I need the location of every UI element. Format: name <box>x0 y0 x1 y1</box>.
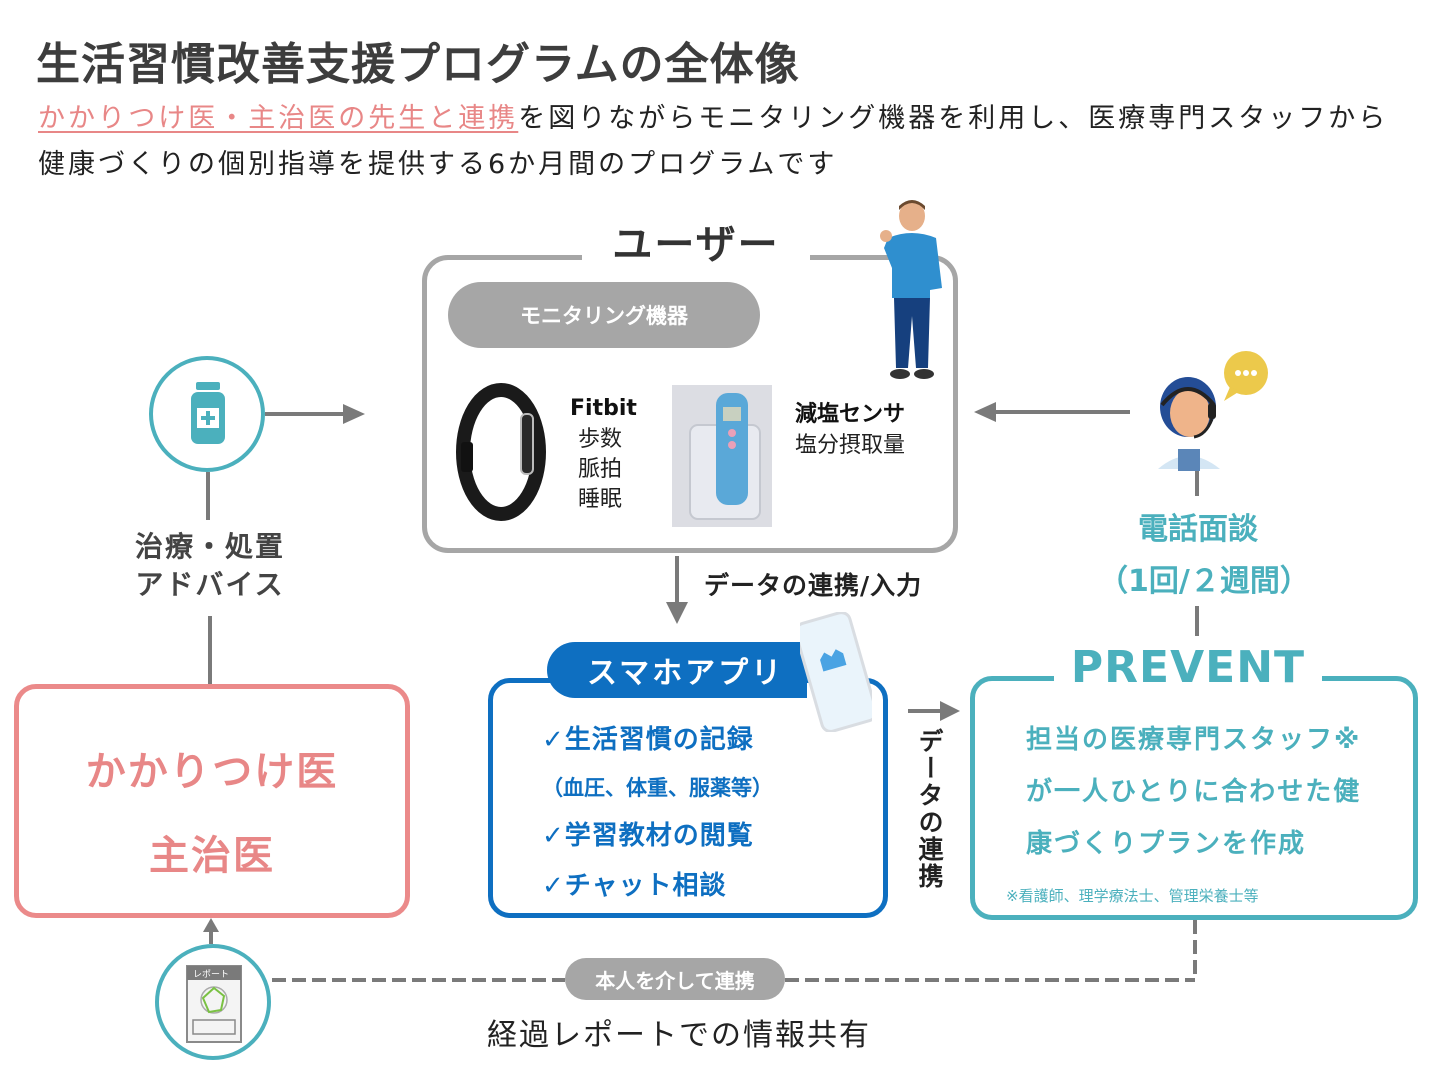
phone-interview-title: 電話面談 <box>1138 512 1258 547</box>
report-document-icon: レポート <box>186 965 242 1043</box>
treatment-advice-label: 治療・処置 アドバイス <box>120 528 300 604</box>
report-icon-label: レポート <box>193 969 229 980</box>
report-circle: レポート <box>155 944 271 1060</box>
fitbit-name: Fitbit <box>570 396 637 421</box>
app-feature-subitem: （血圧、体重、服薬等） <box>542 776 773 800</box>
connector-phone-to-prevent <box>1195 606 1199 636</box>
prevent-description-line: が一人ひとりに合わせた健 <box>1026 777 1362 807</box>
arrowhead-right-icon <box>940 701 960 721</box>
fitbit-metric: 脈拍 <box>578 457 623 482</box>
fitbit-metric: 睡眠 <box>578 487 623 512</box>
prevent-label: PREVENT <box>1054 642 1322 693</box>
prevent-staff-note: ※看護師、理学療法士、管理栄養士等 <box>1006 887 1259 905</box>
app-feature-item: ✓生活習慣の記録 <box>542 725 754 755</box>
fitbit-band-icon <box>456 383 546 521</box>
connector-app-to-prevent <box>908 709 942 713</box>
data-link-vertical-label: データの連携 <box>915 728 944 890</box>
attending-doctor-label: 主治医 <box>149 833 275 879</box>
salt-sensor-metric: 塩分摂取量 <box>795 433 906 458</box>
connector-staff-vertical <box>1195 470 1199 496</box>
intro-text: かかりつけ医・主治医の先生と連携を図りながらモニタリング機器を利用し、医療専門ス… <box>38 96 1418 188</box>
salt-sensor-name: 減塩センサ <box>795 402 906 427</box>
medicine-bottle-icon <box>191 382 225 444</box>
arrowhead-right-icon <box>343 404 365 424</box>
arrowhead-down-icon <box>666 602 688 624</box>
smartphone-icon <box>800 612 872 732</box>
prevent-description: 担当の医療専門スタッフ※ が一人ひとりに合わせた健 康づくりプランを作成 <box>1026 714 1396 870</box>
connector-med-vertical-bottom <box>208 616 212 686</box>
doctor-box: かかりつけ医 主治医 <box>14 684 410 918</box>
monitoring-devices-pill: モニタリング機器 <box>448 282 760 348</box>
page-title: 生活習慣改善支援プログラムの全体像 <box>36 39 800 90</box>
call-staff-icon <box>1158 351 1268 471</box>
treatment-label-line: 治療・処置 <box>134 530 285 563</box>
medication-circle <box>149 356 265 472</box>
salt-sensor-icon <box>672 385 772 527</box>
app-feature-list: ✓生活習慣の記録 （血圧、体重、服薬等） ✓学習教材の閲覧 ✓チャット相談 <box>542 720 773 916</box>
connector-user-to-app <box>675 556 679 604</box>
phone-interview-label: 電話面談 （1回/２週間） <box>1098 504 1310 608</box>
connector-med-to-user <box>265 412 345 416</box>
via-patient-pill: 本人を介して連携 <box>565 958 785 1000</box>
connector-staff-to-user <box>995 410 1130 414</box>
family-doctor-label: かかりつけ医 <box>85 749 339 795</box>
treatment-label-line: アドバイス <box>135 568 285 601</box>
intro-rest: を図りながらモニタリング機器を利用し、医療専門スタッフから健康づくりの個別指導を… <box>38 103 1389 180</box>
user-label: ユーザー <box>582 212 810 270</box>
user-person-icon <box>880 200 942 379</box>
data-link-input-label: データの連携/入力 <box>704 571 923 600</box>
prevent-description-line: 康づくりプランを作成 <box>1026 829 1307 859</box>
intro-highlight: かかりつけ医・主治医の先生と連携 <box>38 103 519 134</box>
phone-interview-frequency: （1回/２週間） <box>1098 564 1310 599</box>
app-feature-item: ✓チャット相談 <box>542 871 727 901</box>
connector-med-vertical-top <box>206 472 210 520</box>
fitbit-metrics: 歩数 脈拍 睡眠 <box>578 425 622 515</box>
arrowhead-left-icon <box>974 402 996 422</box>
prevent-description-line: 担当の医療専門スタッフ※ <box>1026 725 1362 755</box>
smartphone-app-pill: スマホアプリ <box>547 642 807 698</box>
fitbit-metric: 歩数 <box>578 427 623 452</box>
app-feature-item: ✓学習教材の閲覧 <box>542 821 754 851</box>
report-sharing-label: 経過レポートでの情報共有 <box>487 1018 871 1053</box>
